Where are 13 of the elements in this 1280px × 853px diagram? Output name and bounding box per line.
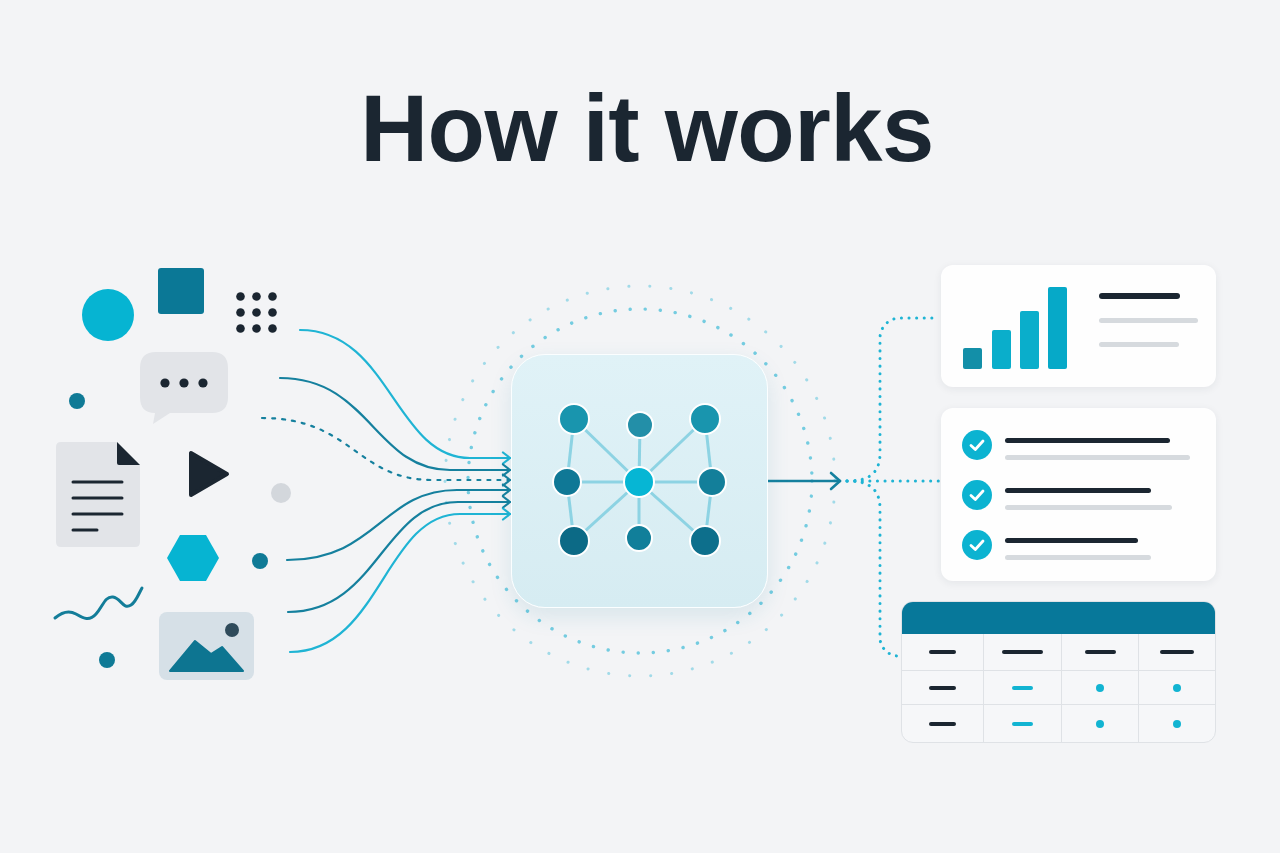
dotted-connector [845,479,900,658]
curved-arrow [298,328,512,465]
chart-card [941,265,1216,387]
title: How it works [360,80,934,179]
curved-arrow [285,483,512,562]
arrow [766,471,842,491]
curved-arrow [288,507,512,654]
checklist-card [941,408,1216,581]
curved-arrow [286,495,512,614]
data-table [901,601,1216,743]
processing-panel [511,354,768,608]
curved-arrow [278,376,512,477]
dotted-arrow [260,416,512,487]
